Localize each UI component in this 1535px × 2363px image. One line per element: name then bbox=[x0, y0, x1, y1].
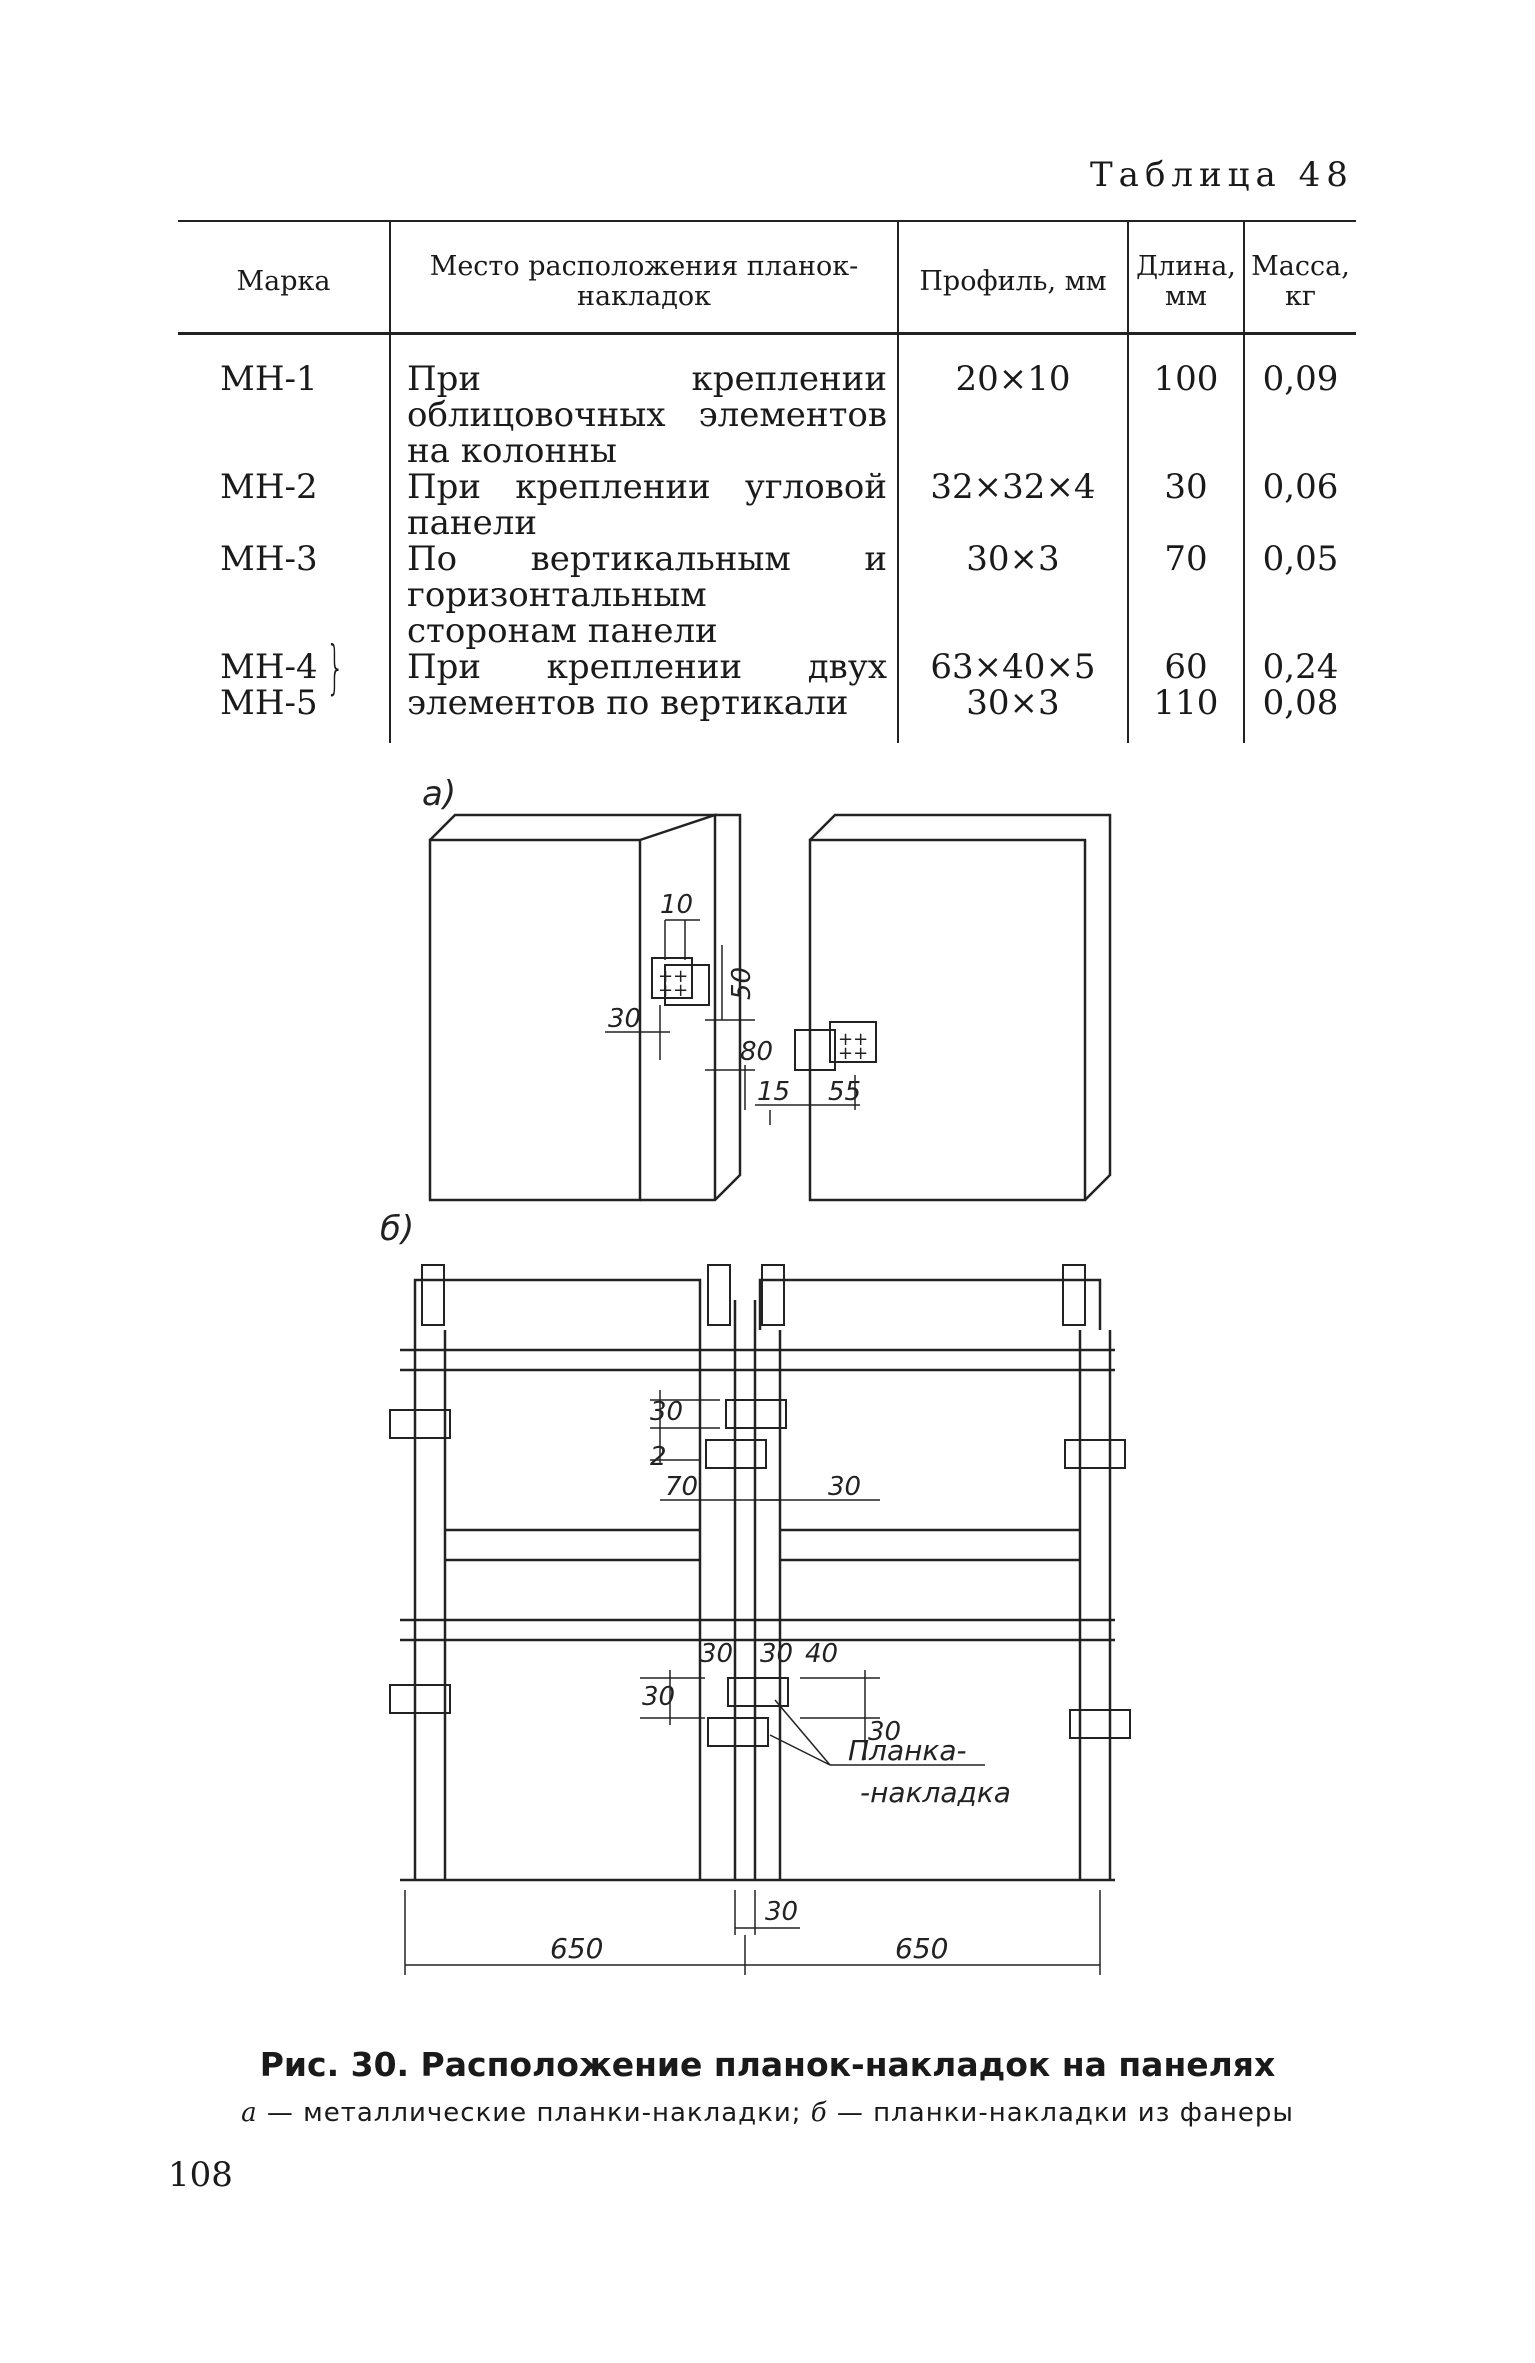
frame-b bbox=[400, 1278, 1115, 1882]
legend-text-b: — планки-накладки из фанеры bbox=[827, 2098, 1294, 2128]
legend-text-a: — металлические планки-накладки; bbox=[257, 2098, 811, 2128]
dim-b-650-left: 650 bbox=[550, 1932, 603, 1965]
legend-letter-b: б bbox=[810, 2098, 828, 2128]
svg-text:++: ++ bbox=[658, 966, 688, 987]
table-header-row: Марка Место расположения планок-накладок… bbox=[178, 220, 1356, 335]
dim-b-40: 40 bbox=[805, 1639, 838, 1669]
cell-mark: МН-2 bbox=[220, 467, 318, 507]
header-mark: Марка bbox=[178, 220, 390, 335]
dim-b-30-side: 30 bbox=[868, 1717, 901, 1747]
cell-profile: 32×32×4 bbox=[897, 469, 1128, 541]
dims-a bbox=[605, 919, 860, 1125]
label-b: б) bbox=[380, 1209, 414, 1249]
header-place: Место расположения планок-накладок bbox=[389, 220, 898, 335]
length-mn5: 110 bbox=[1153, 683, 1219, 723]
cell-place: При креплении двух элементов по вертикал… bbox=[389, 649, 898, 743]
dim-a-10: 10 bbox=[660, 890, 693, 920]
figure-30-drawing: а) ++ ++ ++ ++ 10 50 30 80 15 55 bbox=[380, 774, 1131, 1975]
specs-table: Марка Место расположения планок-накладок… bbox=[178, 220, 1356, 743]
dim-b-30-mid: 30 bbox=[760, 1639, 793, 1669]
cell-mark: МН-3 bbox=[220, 539, 318, 579]
panel-a-right bbox=[808, 813, 1112, 1202]
cell-length: 100 bbox=[1127, 333, 1244, 469]
header-length: Длина, мм bbox=[1127, 220, 1244, 335]
cell-place: При креплении угловой панели bbox=[389, 469, 898, 541]
dim-a-15: 15 bbox=[757, 1077, 790, 1107]
dim-b-650-right: 650 bbox=[895, 1932, 948, 1965]
svg-text:++: ++ bbox=[838, 1029, 868, 1050]
length-mn4: 60 bbox=[1164, 647, 1208, 687]
cell-mass: 0,05 bbox=[1243, 541, 1356, 649]
dim-a-80: 80 bbox=[740, 1037, 773, 1067]
table-row: МН-1 При креплении облицовочных элементо… bbox=[178, 333, 1356, 469]
cell-mark-pair: МН-4 МН-5 } bbox=[178, 633, 390, 743]
svg-text:++: ++ bbox=[838, 1043, 868, 1064]
legend-letter-a: а bbox=[241, 2098, 258, 2128]
cell-place: При креплении облицовочных элементов на … bbox=[389, 333, 898, 469]
planks-b bbox=[389, 1264, 1131, 1747]
header-profile: Профиль, мм bbox=[897, 220, 1128, 335]
table-label: Таблица 48 bbox=[1090, 155, 1354, 195]
dims-b bbox=[404, 1390, 1101, 1975]
dim-a-55: 55 bbox=[828, 1077, 861, 1107]
cell-length: 70 bbox=[1127, 541, 1244, 649]
panel-a-left bbox=[428, 813, 742, 1202]
callout-line-2: -накладка bbox=[860, 1776, 1011, 1809]
cell-mark: МН-1 bbox=[220, 359, 318, 399]
cell-place: По вертикальным и горизонтальным сторона… bbox=[389, 541, 898, 649]
cell-mass: 0,06 bbox=[1243, 469, 1356, 541]
profile-mn5: 30×3 bbox=[966, 683, 1060, 723]
table-row: МН-3 По вертикальным и горизонтальным ст… bbox=[178, 541, 1356, 649]
callout-line-1: Планка- bbox=[848, 1734, 967, 1767]
cell-length: 30 bbox=[1127, 469, 1244, 541]
header-mass: Масса, кг bbox=[1243, 220, 1356, 335]
cell-profile: 20×10 bbox=[897, 333, 1128, 469]
mark-mn5: МН-5 bbox=[220, 683, 318, 723]
plank-a-right: ++ ++ bbox=[794, 1021, 877, 1071]
dim-b-70: 70 bbox=[665, 1472, 698, 1502]
table-row: МН-4 МН-5 } При креплении двух элементов… bbox=[178, 633, 1356, 743]
svg-text:++: ++ bbox=[658, 980, 688, 1001]
page-number: 108 bbox=[168, 2155, 233, 2195]
mark-mn4: МН-4 bbox=[220, 647, 318, 687]
dim-b-30-left: 30 bbox=[642, 1682, 675, 1712]
cell-mass: 0,09 bbox=[1243, 333, 1356, 469]
dim-b-2: 2 bbox=[650, 1442, 667, 1472]
profile-mn4: 63×40×5 bbox=[930, 647, 1096, 687]
cell-profile-pair: 63×40×5 30×3 bbox=[897, 647, 1128, 743]
dim-b-30-bottom: 30 bbox=[765, 1897, 798, 1927]
cell-mass-pair: 0,24 0,08 bbox=[1243, 647, 1356, 743]
dim-b-30-mid-left: 30 bbox=[700, 1639, 733, 1669]
dim-b-30-top: 30 bbox=[650, 1397, 683, 1427]
mass-mn4: 0,24 bbox=[1262, 647, 1339, 687]
mass-mn5: 0,08 bbox=[1262, 683, 1339, 723]
cell-length-pair: 60 110 bbox=[1127, 647, 1244, 743]
dim-a-50: 50 bbox=[727, 967, 757, 1000]
figure-caption-title: Рис. 30. Расположение планок-накладок на… bbox=[259, 2045, 1276, 2084]
dim-b-30-right: 30 bbox=[828, 1472, 861, 1502]
dim-a-30: 30 bbox=[608, 1004, 641, 1034]
table-row: МН-2 При креплении угловой панели 32×32×… bbox=[178, 469, 1356, 541]
plank-a-left: ++ ++ bbox=[651, 957, 710, 1006]
cell-profile: 30×3 bbox=[897, 541, 1128, 649]
label-a: а) bbox=[422, 774, 456, 814]
brace-icon: } bbox=[325, 633, 345, 701]
figure-caption-legend: а — металлические планки-накладки; б — п… bbox=[0, 2098, 1535, 2128]
